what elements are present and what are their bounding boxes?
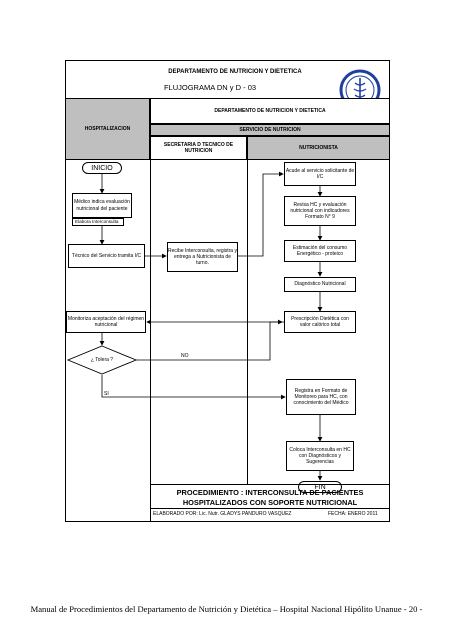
registra-step: Registra en Formato de Monitoreo para HC… [286, 379, 356, 415]
estimacion-step: Estimación del consumo Energético - prot… [284, 240, 356, 262]
procedure-divider [150, 508, 390, 509]
tolera-decision-label: ¿ Tolera ? [90, 357, 114, 363]
lane-department-header: DEPARTAMENTO DE NUTRICION Y DIETETICA [150, 98, 390, 124]
elaborado-por: ELABORADO POR: Lic. Nutr. GLADYS PANDURO… [153, 511, 292, 517]
diagnostico-step: Diagnóstico Nutricional [284, 277, 356, 292]
si-branch-label: SI [104, 391, 109, 397]
lane-servicio-header: SERVICIO DE NUTRICION [150, 124, 390, 136]
revisa-step: Revisa HC y evaluación nutricional con i… [284, 196, 356, 226]
procedure-block [150, 484, 390, 522]
page-footer: Manual de Procedimientos del Departament… [30, 604, 423, 614]
lane-hospitalizacion-header: HOSPITALIZACION [65, 98, 150, 160]
fecha: FECHA: ENERO 2011 [328, 511, 378, 517]
acude-step: Acude al servicio solicitante de I/C [284, 162, 356, 186]
title-department: DEPARTAMENTO DE NUTRICION Y DIETETICA [168, 69, 302, 75]
elabora-interconsulta-tag: Elabora Interconsulta [72, 218, 124, 226]
procedure-title-line2: HOSPITALIZADOS CON SOPORTE NUTRICIONAL [182, 498, 358, 507]
lane-secretaria-header: SECRETARIA D TECNICO DE NUTRICION [150, 136, 247, 160]
no-branch-label: NO [181, 353, 189, 359]
tolera-decision-shape [66, 345, 138, 375]
prescripcion-step: Prescripción Dietética con valor calóric… [284, 311, 356, 333]
lane-nutricionista-header: NUTRICIONISTA [247, 136, 390, 160]
medico-step: Médico indica evaluación nutricional del… [72, 193, 132, 218]
monitoriza-step: Monitoriza aceptación del régimen nutric… [66, 311, 146, 333]
title-flujograma: FLUJOGRAMA DN y D - 03 [163, 83, 257, 92]
start-terminal: INICIO [82, 162, 122, 174]
page-frame [65, 60, 390, 522]
procedure-title-line1: PROCEDIMIENTO : INTERCONSULTA DE PACIENT… [176, 488, 364, 497]
tecnico-step: Técnico del Servicio tramita I/C [68, 244, 145, 268]
coloca-step: Coloca Interconsulta en HC con Diagnósti… [286, 441, 354, 471]
recibe-step: Recibe Interconsulta, registra y entrega… [167, 242, 238, 272]
